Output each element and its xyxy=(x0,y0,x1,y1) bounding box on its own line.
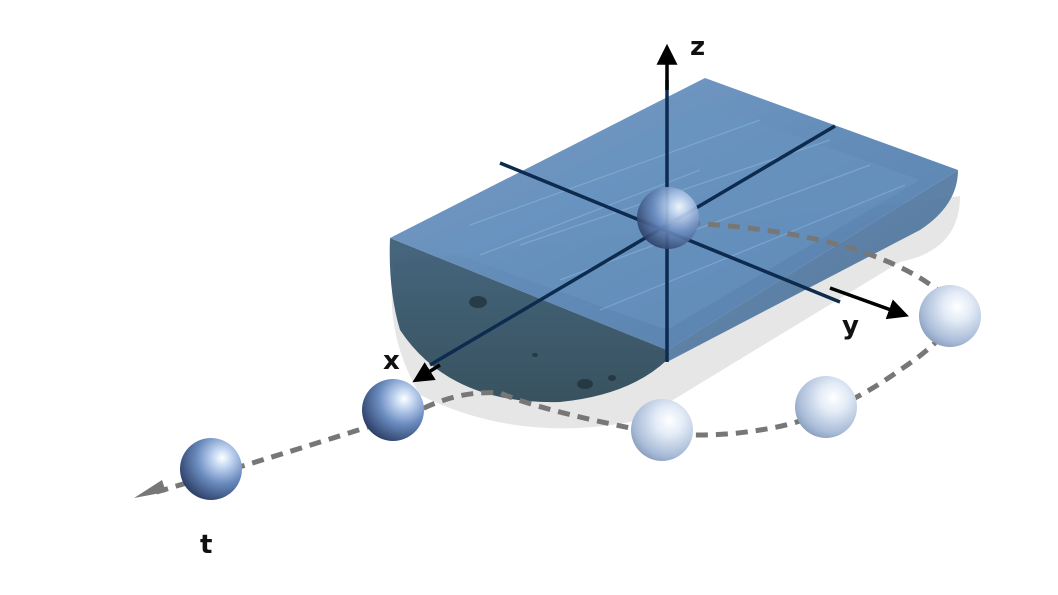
crystal-streaks xyxy=(469,119,906,311)
sphere-trajectory-3 xyxy=(631,399,693,461)
trajectory-arrowhead xyxy=(134,480,166,498)
t-axis-label: t xyxy=(200,530,212,560)
x-axis-label: x xyxy=(383,346,400,376)
sphere-trajectory-4 xyxy=(362,379,424,441)
y-axis-arrow xyxy=(829,286,909,320)
crystal-inclusions xyxy=(469,296,616,389)
sphere-trajectory-1 xyxy=(919,285,981,347)
axis-arrows xyxy=(412,43,909,383)
crystal-front-face xyxy=(389,238,667,403)
sphere-trajectory-2 xyxy=(795,376,857,438)
sphere-at-origin xyxy=(637,187,699,249)
z-axis-label: z xyxy=(690,32,705,62)
sphere-trajectory-5 xyxy=(180,438,242,500)
crystal-side-face xyxy=(667,170,958,362)
x-axis-arrow xyxy=(412,362,441,383)
y-axis-label: y xyxy=(842,311,859,341)
